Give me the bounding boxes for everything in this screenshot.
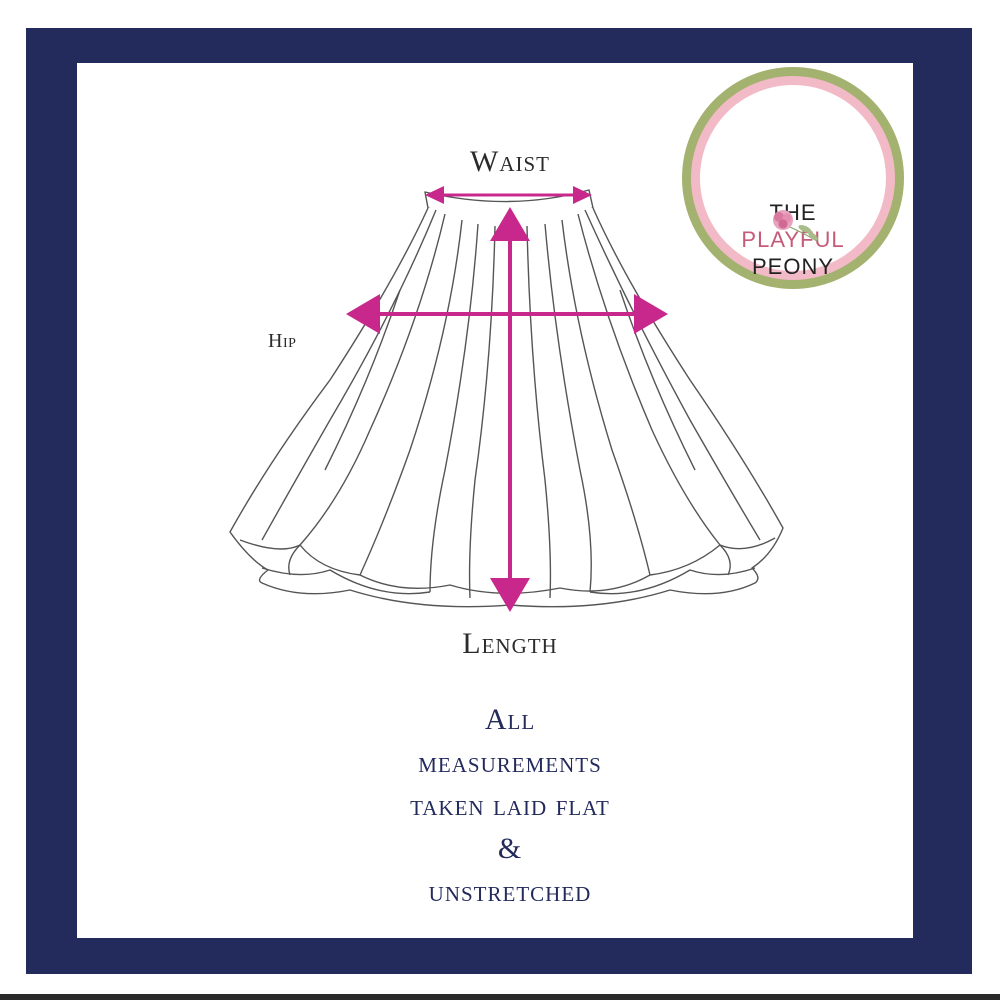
measurement-arrows bbox=[346, 186, 668, 612]
length-label: Length bbox=[462, 627, 558, 660]
skirt-illustration bbox=[229, 189, 784, 608]
length-arrow-top-head bbox=[490, 207, 530, 241]
length-arrow-bottom-head bbox=[490, 578, 530, 612]
note-line-2: measurements bbox=[418, 746, 602, 779]
logo-text-line-3: PEONY bbox=[751, 254, 835, 279]
note-line-3: taken laid flat bbox=[410, 789, 610, 822]
hip-arrow-left-head bbox=[346, 294, 380, 334]
waist-label: Waist bbox=[470, 145, 550, 178]
brand-logo: THE PLAYFUL PEONY bbox=[682, 67, 904, 289]
note-line-1: All bbox=[484, 703, 536, 736]
note-line-5: unstretched bbox=[428, 875, 592, 908]
hip-arrow-right-head bbox=[634, 294, 668, 334]
bottom-rule bbox=[0, 994, 1000, 1000]
note-line-4: & bbox=[497, 832, 523, 865]
waist-arrow-right-head bbox=[573, 186, 592, 204]
waist-arrow-left-head bbox=[425, 186, 444, 204]
logo-text-line-2: PLAYFUL bbox=[741, 227, 845, 252]
peony-flower-icon bbox=[773, 210, 818, 242]
hip-label: Hip bbox=[268, 330, 297, 352]
